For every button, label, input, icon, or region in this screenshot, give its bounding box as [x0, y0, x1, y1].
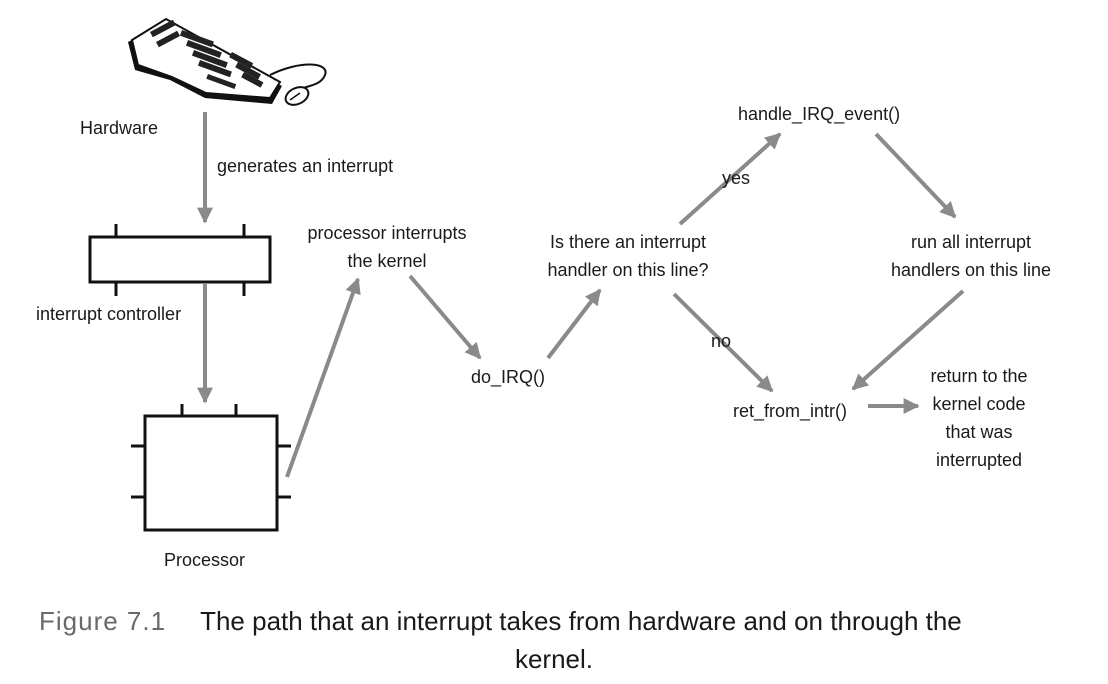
- processor-chip: [131, 404, 291, 532]
- arrow-no: [672, 292, 774, 393]
- run-all-handlers-label: run all interrupt handlers on this line: [866, 228, 1076, 284]
- processor-interrupts-kernel-label: processor interrupts the kernel: [285, 219, 489, 275]
- run-all-line-2: handlers on this line: [890, 260, 1052, 280]
- no-label: no: [711, 331, 732, 351]
- processor-interrupts-line-2: the kernel: [347, 251, 427, 271]
- caption-text-line-2: kernel.: [514, 644, 594, 674]
- arrow-kernel-to-do-irq: [408, 274, 482, 360]
- return-to-line-3: that was: [945, 422, 1013, 442]
- figure-number: Figure 7.1: [39, 606, 167, 636]
- run-all-line-1: run all interrupt: [910, 232, 1032, 252]
- question-label: Is there an interrupt handler on this li…: [526, 228, 730, 284]
- handle-irq-event-label: handle_IRQ_event(): [738, 104, 901, 124]
- return-to-line-4: interrupted: [935, 450, 1023, 470]
- interrupt-flow-diagram: [88, 17, 965, 532]
- ret-from-intr-label: ret_from_intr(): [733, 401, 848, 421]
- question-line-2: handler on this line?: [547, 260, 709, 280]
- processor-label: Processor: [164, 550, 246, 570]
- return-to-kernel-label: return to the kernel code that was inter…: [910, 362, 1048, 474]
- caption-text-line-1: The path that an interrupt takes from ha…: [200, 606, 962, 636]
- hardware-label: Hardware: [80, 118, 159, 138]
- interrupt-controller-label: interrupt controller: [36, 304, 182, 324]
- arrow-do-irq-to-question: [546, 288, 602, 360]
- return-to-line-1: return to the: [930, 366, 1028, 386]
- interrupt-controller-box: [88, 224, 272, 296]
- return-to-line-2: kernel code: [932, 394, 1026, 414]
- arrow-run-all-to-ret: [851, 289, 965, 391]
- caption-line-1: Figure 7.1 The path that an interrupt tak…: [39, 602, 962, 640]
- yes-label: yes: [722, 168, 751, 188]
- keyboard-icon: [128, 17, 327, 106]
- generates-interrupt-label: generates an interrupt: [217, 156, 394, 176]
- arrow-handle-to-run-all: [874, 132, 957, 219]
- do-irq-label: do_IRQ(): [471, 367, 546, 387]
- question-line-1: Is there an interrupt: [549, 232, 707, 252]
- arrow-processor-to-kernel: [285, 277, 361, 478]
- processor-interrupts-line-1: processor interrupts: [307, 223, 467, 243]
- arrow-yes: [678, 132, 782, 226]
